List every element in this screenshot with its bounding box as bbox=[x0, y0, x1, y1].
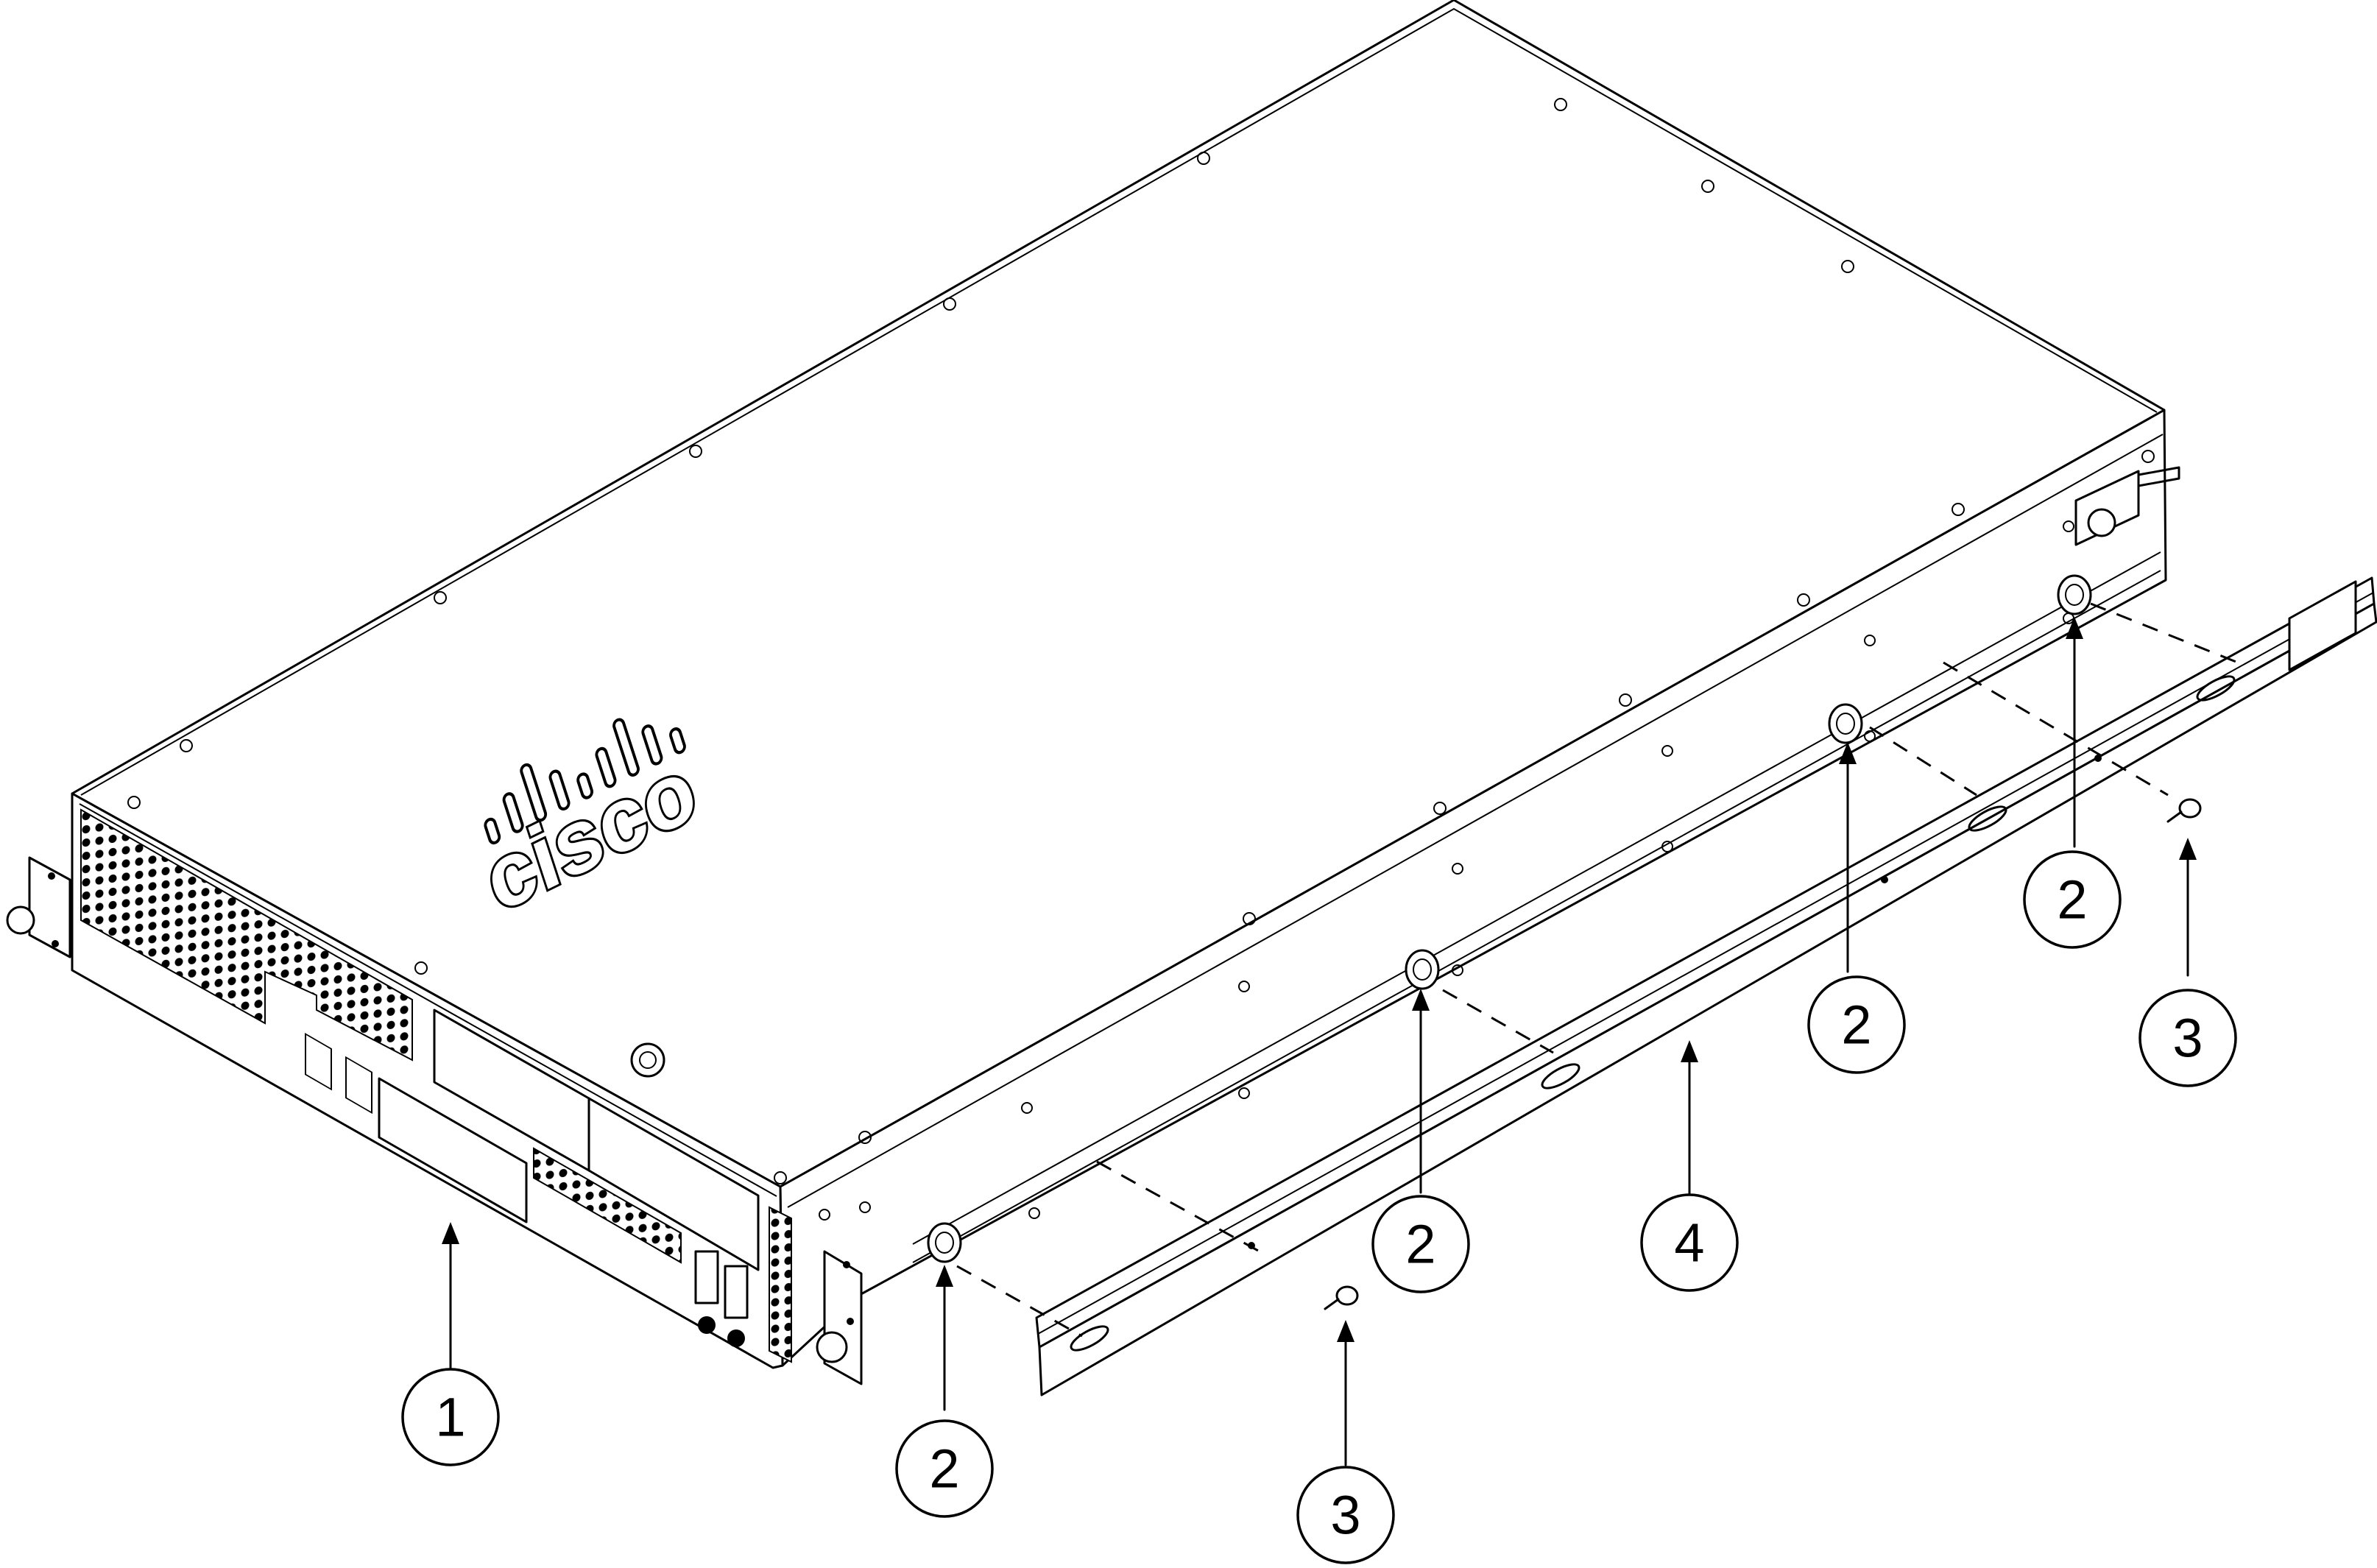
callout-2d: 2 bbox=[2023, 850, 2122, 949]
front-ports bbox=[694, 1250, 749, 1347]
rail-slots bbox=[1070, 675, 2236, 1352]
module-slot-lower bbox=[587, 1097, 760, 1271]
screw-right bbox=[2166, 798, 2202, 823]
mounting-studs bbox=[927, 574, 2092, 1263]
module-card bbox=[378, 1077, 528, 1223]
side-vent-strip bbox=[769, 1206, 792, 1363]
callout-2b-label: 2 bbox=[1405, 1214, 1435, 1275]
callout-3a: 3 bbox=[1296, 1466, 1395, 1564]
top-panel-screws bbox=[127, 98, 2155, 1184]
front-vent-grille-lower bbox=[533, 1147, 682, 1264]
callout-2d-label: 2 bbox=[2057, 869, 2087, 930]
leader-lines bbox=[442, 617, 2197, 1466]
screw-left bbox=[1324, 1285, 1359, 1310]
slide-rail bbox=[1035, 576, 2377, 1396]
left-rack-ear bbox=[6, 856, 71, 958]
right-rack-ear bbox=[816, 1250, 863, 1385]
callout-2c-label: 2 bbox=[1841, 995, 1871, 1056]
alignment-lines bbox=[956, 602, 2239, 1338]
callout-2b: 2 bbox=[1371, 1195, 1470, 1293]
top-knob bbox=[630, 1042, 665, 1078]
callout-1: 1 bbox=[401, 1368, 500, 1466]
callout-4-label: 4 bbox=[1674, 1212, 1704, 1274]
router-chassis: cisco bbox=[6, 0, 2180, 1385]
front-vent-grille bbox=[80, 808, 413, 1062]
callout-2a: 2 bbox=[895, 1419, 994, 1518]
logo-bars bbox=[484, 718, 686, 845]
callout-2c: 2 bbox=[1807, 975, 1906, 1074]
callout-3a-label: 3 bbox=[1330, 1485, 1360, 1546]
callout-3b-label: 3 bbox=[2172, 1008, 2203, 1069]
callout-4: 4 bbox=[1640, 1193, 1739, 1292]
callout-3b: 3 bbox=[2138, 989, 2237, 1087]
callout-1-label: 1 bbox=[435, 1387, 465, 1448]
callout-2a-label: 2 bbox=[929, 1438, 959, 1500]
ground-lug bbox=[2074, 466, 2180, 546]
side-panel-screws bbox=[819, 520, 2074, 1221]
